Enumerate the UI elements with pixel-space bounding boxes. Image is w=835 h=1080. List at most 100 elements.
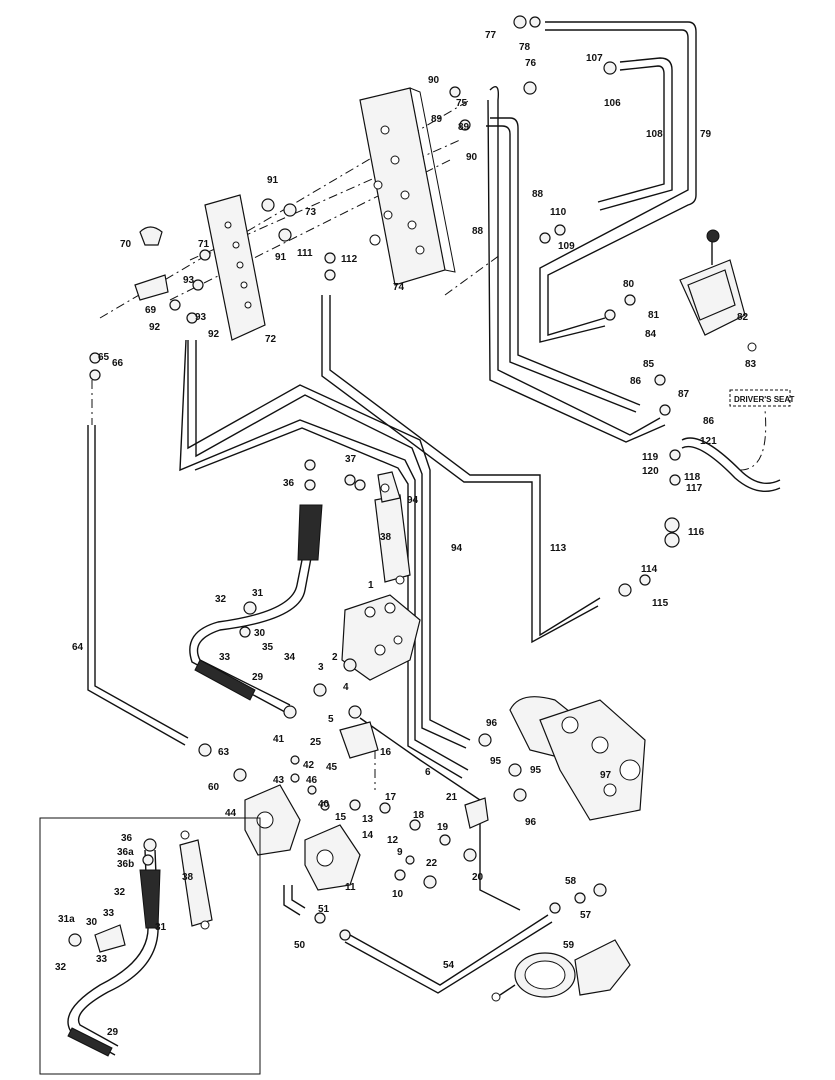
inset-label-36b: 36b <box>117 859 134 870</box>
pipe-50-inner <box>291 885 306 909</box>
label-70: 70 <box>120 239 132 250</box>
label-63: 63 <box>218 747 230 758</box>
pipe-64-inner <box>94 425 189 739</box>
pipe-50 <box>283 885 301 916</box>
inset-label-31a: 31a <box>58 914 75 925</box>
label-79: 79 <box>700 129 712 140</box>
label-86b: 86 <box>703 416 715 427</box>
label-93a: 93 <box>183 275 195 286</box>
inset-label-30: 30 <box>86 917 98 928</box>
label-9: 9 <box>397 847 403 858</box>
label-33: 33 <box>219 652 231 663</box>
label-82: 82 <box>737 312 749 323</box>
label-29: 29 <box>252 672 264 683</box>
pipe-94-inner <box>195 340 467 749</box>
label-19: 19 <box>437 822 449 833</box>
label-72: 72 <box>265 334 277 345</box>
label-86a: 86 <box>630 376 642 387</box>
hose-29-braid2 <box>194 659 256 701</box>
label-85: 85 <box>643 359 655 370</box>
inset-hose-inner <box>77 849 159 1047</box>
label-71: 71 <box>198 239 210 250</box>
pipe-108 <box>599 57 673 211</box>
label-118: 118 <box>684 472 701 483</box>
valve-block-74 <box>359 87 456 286</box>
label-115: 115 <box>652 598 669 609</box>
label-35: 35 <box>262 642 274 653</box>
label-17: 17 <box>385 792 397 803</box>
label-96b: 96 <box>525 817 537 828</box>
label-13: 13 <box>362 814 374 825</box>
label-41: 41 <box>273 734 285 745</box>
label-110: 110 <box>550 207 567 218</box>
inset-hose <box>67 849 149 1056</box>
label-89b: 89 <box>458 122 470 133</box>
label-108: 108 <box>646 129 663 140</box>
label-84: 84 <box>645 329 657 340</box>
label-87: 87 <box>678 389 690 400</box>
pipe-94-b2 <box>194 427 463 779</box>
label-120: 120 <box>642 466 659 477</box>
label-58: 58 <box>565 876 577 887</box>
valve-11 <box>304 824 361 891</box>
label-121: 121 <box>700 436 717 447</box>
pipe-94 <box>187 340 471 741</box>
label-11: 11 <box>345 882 356 893</box>
label-2: 2 <box>332 652 338 663</box>
label-44: 44 <box>225 808 237 819</box>
label-5: 5 <box>328 714 334 725</box>
label-60: 60 <box>208 782 220 793</box>
inset-label-38: 38 <box>182 872 194 883</box>
tee-69 <box>134 274 169 301</box>
valve-44 <box>244 784 301 856</box>
label-37: 37 <box>345 454 357 465</box>
label-107: 107 <box>586 53 603 64</box>
pipe-64 <box>87 425 186 746</box>
label-81: 81 <box>648 310 660 321</box>
pipe-94-b <box>179 339 469 771</box>
label-119: 119 <box>642 452 659 463</box>
part-labels: 1 2 3 4 5 6 9 10 11 12 13 14 15 16 17 18… <box>55 30 757 1038</box>
label-51: 51 <box>318 904 330 915</box>
label-95a: 95 <box>490 756 502 767</box>
label-117: 117 <box>686 483 703 494</box>
label-77: 77 <box>485 30 497 41</box>
label-90a: 90 <box>428 75 440 86</box>
label-116: 116 <box>688 527 705 538</box>
label-90b: 90 <box>466 152 478 163</box>
label-65: 65 <box>98 352 110 363</box>
label-89a: 89 <box>431 114 443 125</box>
pump-97 <box>509 696 646 821</box>
label-32: 32 <box>215 594 227 605</box>
pipe-113-inner <box>321 295 599 644</box>
label-25: 25 <box>310 737 322 748</box>
label-91a: 91 <box>267 175 279 186</box>
label-112: 112 <box>341 254 358 265</box>
label-97: 97 <box>600 770 612 781</box>
label-94b: 94 <box>451 543 463 554</box>
label-80: 80 <box>623 279 635 290</box>
label-73: 73 <box>305 207 317 218</box>
pipe-88-inner <box>486 125 637 413</box>
label-57: 57 <box>580 910 592 921</box>
seat-link <box>739 409 767 471</box>
pipe-79-inner <box>539 29 689 343</box>
label-50: 50 <box>294 940 306 951</box>
inset-label-32b: 32 <box>55 962 67 973</box>
label-78: 78 <box>519 42 531 53</box>
inset-clamp <box>94 924 126 953</box>
hose-121 <box>681 437 781 484</box>
label-96a: 96 <box>486 718 498 729</box>
label-12: 12 <box>387 835 399 846</box>
steering-unit-59 <box>491 939 631 1002</box>
inset-braid-1 <box>139 869 161 929</box>
label-10: 10 <box>392 889 404 900</box>
control-valve-1 <box>341 594 421 681</box>
label-92b: 92 <box>208 329 220 340</box>
label-21: 21 <box>446 792 458 803</box>
hose-29-inner <box>189 509 313 713</box>
label-75: 75 <box>456 98 468 109</box>
label-46: 46 <box>306 775 318 786</box>
label-45: 45 <box>326 762 338 773</box>
align-line-2 <box>189 139 461 261</box>
